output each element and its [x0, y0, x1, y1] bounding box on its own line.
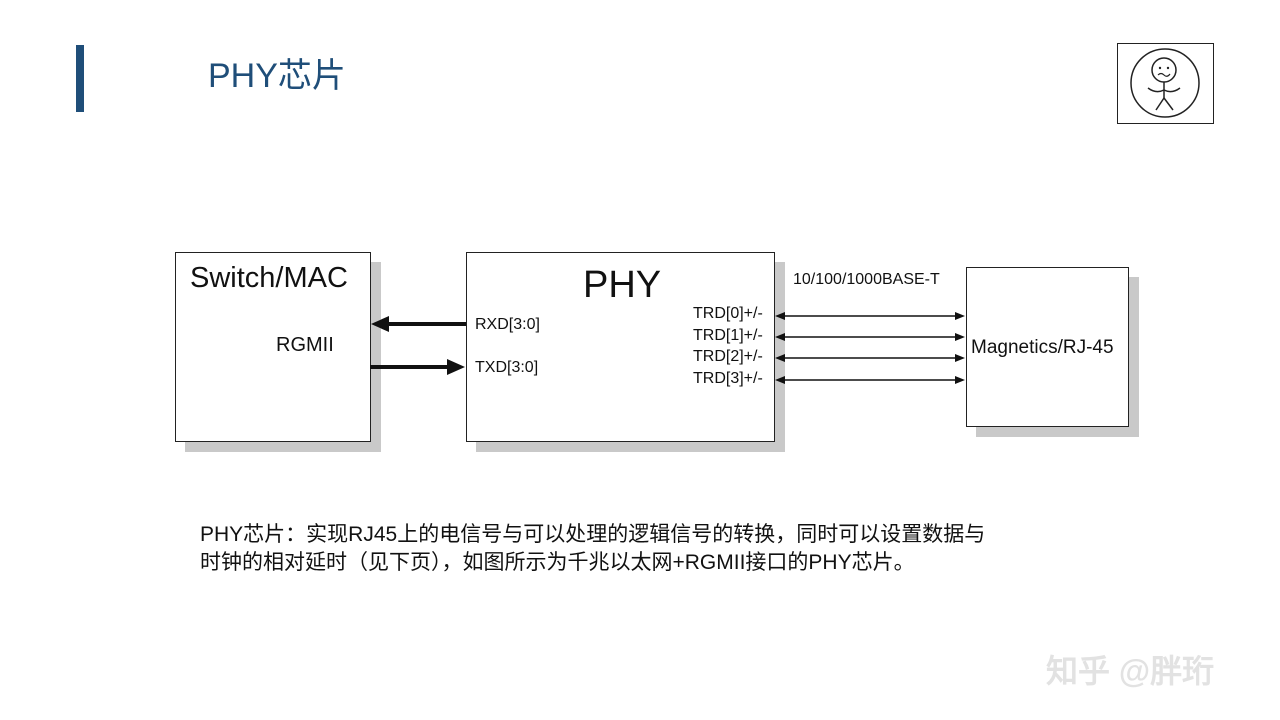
description-line-2: 时钟的相对延时（见下页），如图所示为千兆以太网+RGMII接口的PHY芯片。	[200, 551, 915, 574]
title-accent-bar	[76, 45, 84, 112]
trd3-signal-label: TRD[3]+/-	[693, 370, 763, 387]
rxd-signal-label: RXD[3:0]	[475, 316, 540, 333]
txd-arrow	[370, 359, 465, 375]
magnetics-rj45-title: Magnetics/RJ-45	[971, 337, 1114, 358]
trd1-arrow	[775, 333, 965, 341]
trd0-signal-label: TRD[0]+/-	[693, 305, 763, 322]
trd2-signal-label: TRD[2]+/-	[693, 348, 763, 365]
description-text: PHY芯片：实现RJ45上的电信号与可以处理的逻辑信号的转换，同时可以设置数据与…	[200, 521, 1120, 577]
magnetics-rj45-block	[966, 267, 1129, 427]
rxd-arrow	[371, 316, 466, 332]
phy-title: PHY	[583, 264, 662, 306]
trd0-arrow	[775, 312, 965, 320]
stick-figure-logo-icon	[1117, 43, 1214, 124]
trd2-arrow	[775, 354, 965, 362]
link-speed-label: 10/100/1000BASE-T	[793, 271, 940, 288]
trd3-arrow	[775, 376, 965, 384]
watermark: 知乎 @胖珩	[1046, 653, 1215, 689]
phy-block	[466, 252, 775, 442]
description-line-1: PHY芯片：实现RJ45上的电信号与可以处理的逻辑信号的转换，同时可以设置数据与	[200, 523, 986, 546]
trd1-signal-label: TRD[1]+/-	[693, 327, 763, 344]
switch-mac-title: Switch/MAC	[190, 262, 348, 294]
page-title: PHY芯片	[208, 57, 346, 95]
switch-mac-block	[175, 252, 371, 442]
txd-signal-label: TXD[3:0]	[475, 359, 539, 376]
rgmii-label: RGMII	[276, 334, 334, 356]
